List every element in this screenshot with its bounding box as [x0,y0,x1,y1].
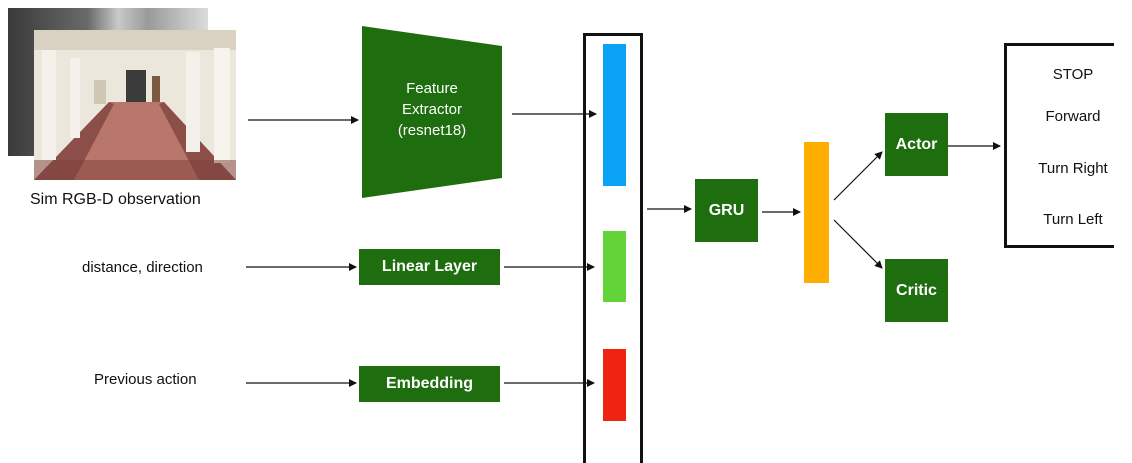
rgb-observation-image [34,30,236,180]
distance-direction-label: distance, direction [82,259,203,276]
feature-extractor-line3: (resnet18) [397,122,467,139]
action-turn-right: Turn Right [1038,160,1108,177]
goal-feature-vector [603,231,626,302]
critic-box: Critic [885,259,948,322]
observation-caption: Sim RGB-D observation [30,191,201,208]
action-turn-left: Turn Left [1043,211,1103,228]
action-feature-vector [603,349,626,421]
action-stop: STOP [1052,66,1094,83]
feature-extractor: Feature Extractor (resnet18) [362,78,502,141]
embedding-box: Embedding [359,366,500,402]
linear-layer-box: Linear Layer [359,249,500,285]
action-forward: Forward [1045,108,1101,125]
visual-feature-vector [603,44,626,186]
feature-extractor-line1: Feature [406,80,458,97]
connection-arrows [246,26,1001,387]
gru-box: GRU [695,179,758,242]
actor-box: Actor [885,113,948,176]
feature-extractor-shape [362,26,502,198]
action-space-box [1004,43,1114,248]
hidden-state-vector [804,142,829,283]
concat-box [583,33,643,463]
previous-action-label: Previous action [94,371,197,388]
feature-extractor-line2: Extractor [401,101,462,118]
